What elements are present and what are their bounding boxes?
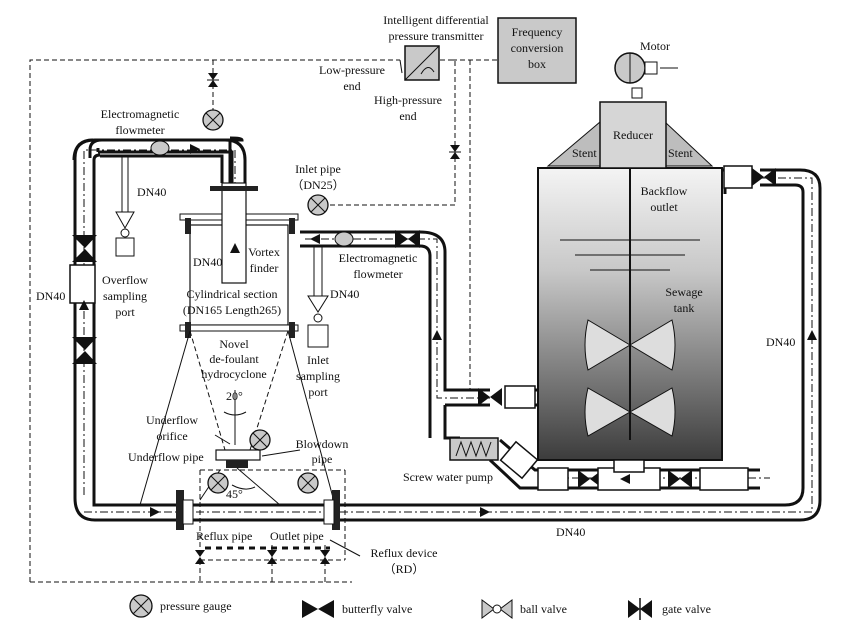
legend-label: gate valve — [662, 602, 711, 616]
sewage-tank — [537, 101, 723, 461]
label-dn40-inlet: DN40 — [330, 287, 359, 301]
ball-valve-icon — [481, 599, 513, 619]
flowmeters — [115, 140, 354, 348]
label-dn40-vortex: DN40 — [193, 255, 222, 269]
label-dn40-left: DN40 — [36, 289, 65, 303]
label-outlet-pipe: Outlet pipe — [270, 529, 324, 543]
legend-pressure-gauge: pressure gauge — [129, 594, 232, 618]
label-motor: Motor — [640, 39, 670, 53]
butterfly-valve-icon — [302, 600, 334, 618]
frequency-box — [497, 17, 577, 84]
label-dn40-right: DN40 — [766, 335, 795, 349]
signal-lines — [29, 59, 498, 583]
label-reducer: Reducer — [613, 128, 653, 142]
label-stent-left: Stent — [572, 146, 597, 160]
screw-pump — [449, 437, 539, 480]
legend: pressure gauge butterfly valve ball valv… — [129, 594, 711, 620]
gate-valve-icon — [628, 598, 652, 620]
label-angle-20: 20° — [226, 389, 243, 403]
motor — [614, 52, 678, 99]
transmitter — [404, 45, 440, 81]
legend-ball-valve: ball valve — [481, 599, 567, 619]
label-angle-45: 45° — [226, 487, 243, 501]
hydrocyclone — [139, 182, 340, 550]
legend-label: butterfly valve — [342, 602, 412, 616]
label-cyl-section: Cylindrical section(DN165 Length265) — [183, 287, 281, 317]
label-stent-right: Stent — [668, 146, 693, 160]
leader-lines — [214, 59, 403, 557]
legend-label: ball valve — [520, 602, 567, 616]
label-dn40-overflow: DN40 — [137, 185, 166, 199]
butterfly-valves — [72, 168, 776, 488]
flow-arrows — [79, 144, 817, 517]
label-reflux-device: Reflux device（RD） — [371, 546, 438, 576]
legend-butterfly-valve: butterfly valve — [302, 600, 412, 618]
label-dn40-bottom: DN40 — [556, 525, 585, 539]
label-underflow-pipe: Underflow pipe — [128, 450, 204, 464]
pressure-gauges — [202, 109, 329, 494]
legend-label: pressure gauge — [160, 599, 232, 613]
gate-valves — [195, 73, 461, 564]
label-screw-pump: Screw water pump — [403, 470, 493, 484]
legend-gate-valve: gate valve — [628, 598, 711, 620]
label-inlet-pipe: Inlet pipe（DN25） — [291, 162, 344, 192]
label-reflux-pipe: Reflux pipe — [196, 529, 252, 543]
